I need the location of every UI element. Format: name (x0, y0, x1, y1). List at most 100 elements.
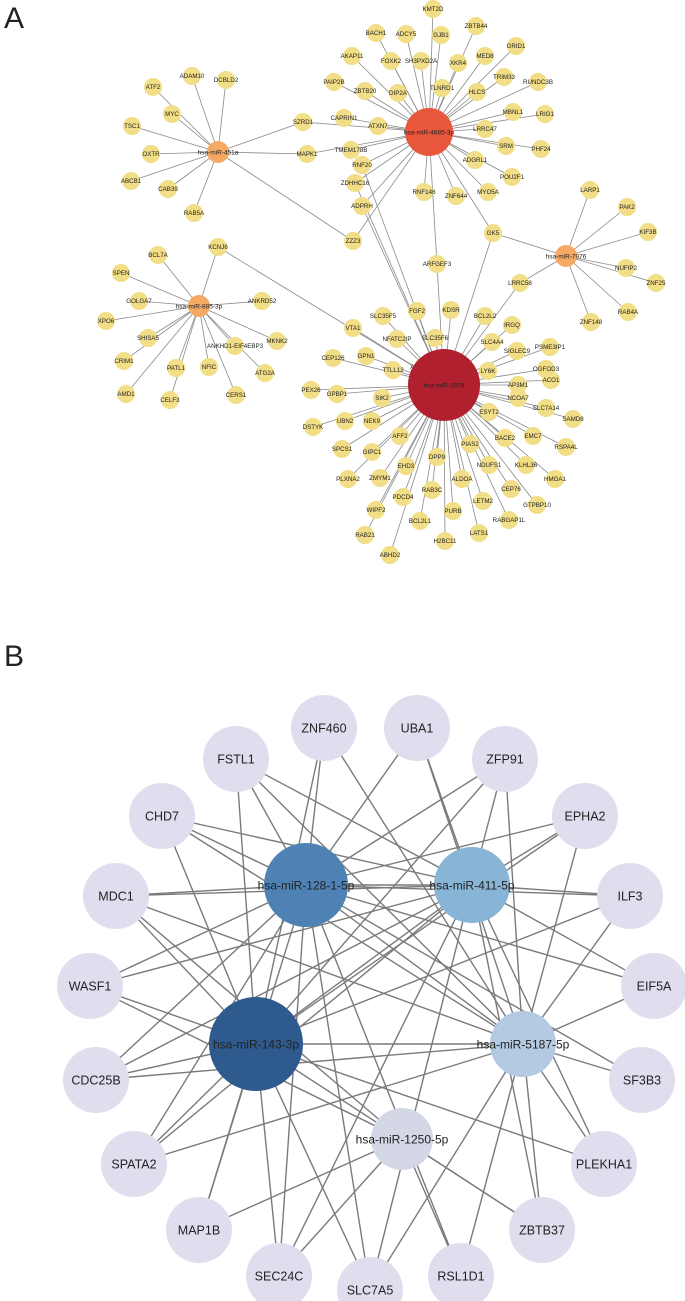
gene-node-rnf146: RNF146 (412, 183, 436, 201)
hub-circle (188, 295, 210, 317)
gene-node-patl1: PATL1 (167, 359, 186, 377)
gene-label: ABHD2 (380, 552, 401, 559)
gene-node-gjb1: GJB1 (432, 26, 450, 44)
target-node-sec24c: SEC24C (246, 1243, 312, 1301)
hub-circle (209, 997, 303, 1091)
gene-node-myc: MYC (163, 105, 181, 123)
gene-label: PURB (444, 508, 461, 515)
gene-label: AFF2 (392, 433, 408, 440)
gene-node-dcbld2: DCBLD2 (214, 71, 239, 89)
edge-mir411-wasf1 (89, 884, 473, 987)
target-label: CDC25B (71, 1074, 120, 1088)
gene-circle (123, 117, 141, 135)
edge-mir411-spata2 (133, 884, 473, 1165)
hub-circle (555, 245, 577, 267)
gene-circle (325, 73, 343, 91)
edge-mir5187-zfp91 (504, 758, 524, 1045)
gene-label: TLNRD1 (430, 85, 455, 92)
gene-label: CAB39 (158, 186, 178, 193)
target-circle (609, 1047, 675, 1113)
gene-label: PLXNA2 (336, 476, 360, 483)
gene-circle (447, 187, 465, 205)
edge-dcbld2-h451 (217, 79, 227, 153)
gene-circle (500, 511, 518, 529)
gene-circle (367, 24, 385, 42)
gene-circle (226, 337, 244, 355)
gene-node-pou2f1: POU2F1 (500, 168, 525, 186)
gene-node-nek9: NEK9 (363, 412, 381, 430)
edge-mir128-mir5187 (305, 884, 524, 1045)
gene-node-rab21: RAB21 (355, 526, 375, 544)
edge-mir5187-spata2 (133, 1043, 524, 1165)
target-node-ilf3: ILF3 (597, 863, 663, 929)
gene-node-adgrl1: ADGRL1 (463, 151, 488, 169)
gene-circle (467, 17, 485, 35)
edge-celf3-h885 (169, 305, 200, 401)
target-node-mdc1: MDC1 (83, 863, 149, 929)
gene-circle (389, 84, 407, 102)
gene-circle (367, 501, 385, 519)
edge-mir5187-znf460 (323, 727, 524, 1045)
edge-pak2-h7976 (565, 206, 628, 257)
gene-circle (442, 301, 460, 319)
gene-node-plxna2: PLXNA2 (336, 470, 360, 488)
gene-node-znf25: ZNF25 (647, 274, 666, 292)
gene-circle (374, 307, 392, 325)
gene-circle (117, 385, 135, 403)
hub-circle (405, 108, 453, 156)
gene-label: BACH1 (366, 30, 387, 37)
gene-node-sh3pxd2a: SH3PXD2A (405, 52, 438, 70)
target-circle (597, 863, 663, 929)
gene-node-oxtr: OXTR (142, 145, 160, 163)
gene-circle (253, 292, 271, 310)
gene-label: SIGLEC9 (504, 348, 531, 355)
gene-label: TRIM33 (493, 74, 516, 81)
gene-circle (426, 329, 444, 347)
gene-label: SLC7A14 (533, 405, 560, 412)
gene-node-slc35f6: SLC35F6 (422, 329, 449, 347)
gene-node-larp1: LARP1 (580, 181, 600, 199)
gene-circle (542, 371, 560, 389)
gene-circle (424, 0, 442, 18)
gene-label: PIAS2 (461, 441, 479, 448)
gene-node-pias2: PIAS2 (461, 435, 479, 453)
gene-label: LATS1 (470, 530, 489, 537)
gene-label: RSPA4L (554, 444, 578, 451)
gene-circle (159, 180, 177, 198)
gene-circle (428, 448, 446, 466)
gene-node-celf3: CELF3 (160, 391, 180, 409)
target-node-slc7a5: SLC7A5 (337, 1257, 403, 1301)
gene-node-srm: SRM (497, 137, 515, 155)
gene-node-kcnj6: KCNJ6 (208, 238, 228, 256)
gene-node-slc7a14: SLC7A14 (533, 399, 560, 417)
gene-node-dpp9: DPP9 (428, 448, 446, 466)
gene-label: NEK9 (364, 418, 381, 425)
edge-szrd1-h451 (217, 121, 304, 153)
gene-circle (432, 26, 450, 44)
gene-node-znf644: ZNF644 (445, 187, 468, 205)
gene-node-klhl36: KLHL36 (515, 456, 538, 474)
gene-node-abcb1: ABCB1 (121, 172, 142, 190)
gene-node-emc7: EMC7 (524, 427, 542, 445)
edge-mir5187-mdc1 (115, 895, 524, 1045)
gene-node-siglec9: SIGLEC9 (504, 342, 531, 360)
target-label: SF3B3 (623, 1074, 661, 1088)
gene-node-rundc3b: RUNDC3B (523, 73, 553, 91)
gene-node-tmem178b: TMEM178B (335, 141, 367, 159)
gene-circle (339, 470, 357, 488)
gene-circle (130, 292, 148, 310)
gene-circle (546, 470, 564, 488)
gene-node-pex26: PEX26 (301, 381, 321, 399)
gene-node-arfgef3: ARFGEF3 (423, 255, 452, 273)
target-circle (83, 863, 149, 929)
gene-label: ZBTB44 (465, 23, 488, 30)
gene-label: CERS1 (226, 392, 247, 399)
gene-circle (470, 524, 488, 542)
gene-label: XKR4 (450, 60, 467, 67)
gene-circle (149, 246, 167, 264)
mirna-hub-hsa-mir-451a: hsa-miR-451a (198, 141, 239, 163)
gene-label: ACO1 (543, 377, 560, 384)
gene-label: SLC35F6 (422, 335, 449, 342)
gene-node-znf148: ZNF148 (580, 313, 603, 331)
